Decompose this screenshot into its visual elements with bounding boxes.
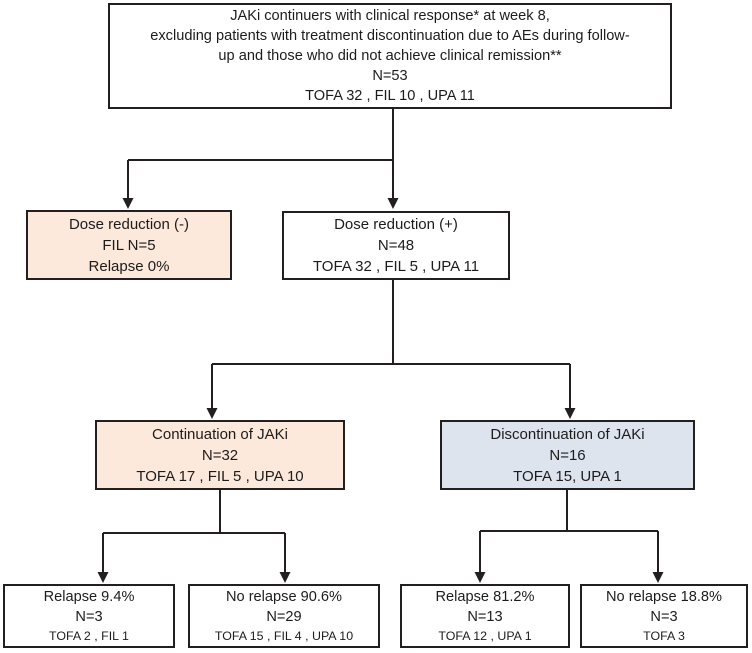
box-line: FIL N=5 [102, 236, 156, 254]
box-line: N=13 [467, 609, 503, 625]
arrowhead-down-icon [279, 572, 291, 583]
box-line: TOFA 32 , FIL 10 , UPA 11 [305, 88, 475, 104]
box-line: N=29 [266, 609, 302, 625]
box-line: Dose reduction (-) [68, 215, 190, 233]
box-line: Relapse 0% [88, 257, 170, 275]
box-line: TOFA 15 , FIL 4 , UPA 10 [214, 629, 354, 643]
box-line: Continuation of JAKi [152, 425, 288, 443]
box-line: up and those who did not achieve clinica… [218, 48, 562, 64]
box-line: No relapse 18.8% [605, 589, 722, 605]
box-line: Discontinuation of JAKi [490, 425, 645, 443]
arrowhead-down-icon [206, 408, 218, 419]
box-continuation-of-jaki: Continuation of JAKi N=32 TOFA 17 , FIL … [95, 420, 345, 490]
box-line: TOFA 12 , UPA 1 [438, 629, 532, 643]
box-line: N=16 [549, 446, 586, 464]
box-line: N=53 [372, 68, 408, 84]
box-line: N=3 [75, 609, 103, 625]
box-line: TOFA 3 [643, 629, 685, 643]
arrowhead-down-icon [387, 198, 399, 209]
box-line: N=48 [377, 237, 415, 254]
arrowhead-down-icon [97, 572, 109, 583]
box-no-relapse-continuation: No relapse 90.6% N=29 TOFA 15 , FIL 4 , … [188, 584, 380, 648]
box-no-relapse-discontinuation: No relapse 18.8% N=3 TOFA 3 [580, 584, 748, 648]
box-line: No relapse 90.6% [225, 589, 342, 605]
box-relapse-discontinuation: Relapse 81.2% N=13 TOFA 12 , UPA 1 [400, 584, 570, 648]
box-line: Dose reduction (+) [334, 216, 458, 233]
arrowhead-down-icon [122, 198, 134, 209]
box-dose-reduction-minus: Dose reduction (-) FIL N=5 Relapse 0% [26, 210, 232, 280]
box-line: Relapse 81.2% [435, 589, 535, 605]
arrowhead-down-icon [474, 572, 486, 583]
box-line: N=3 [650, 609, 678, 625]
box-line: Relapse 9.4% [43, 589, 135, 605]
box-line: TOFA 2 , FIL 1 [49, 629, 129, 643]
box-root-jaki-continuers: JAKi continuers with clinical response* … [108, 3, 672, 109]
box-relapse-continuation: Relapse 9.4% N=3 TOFA 2 , FIL 1 [3, 584, 175, 648]
arrowhead-down-icon [564, 408, 576, 419]
arrowhead-down-icon [652, 572, 664, 583]
box-line: N=32 [201, 446, 239, 464]
box-dose-reduction-plus: Dose reduction (+) N=48 TOFA 32 , FIL 5 … [282, 211, 510, 280]
box-line: TOFA 32 , FIL 5 , UPA 11 [312, 258, 480, 275]
box-line: JAKi continuers with clinical response* … [230, 8, 550, 24]
box-line: TOFA 17 , FIL 5 , UPA 10 [136, 467, 304, 485]
box-line: excluding patients with treatment discon… [150, 28, 630, 44]
box-line: TOFA 15, UPA 1 [513, 467, 622, 485]
box-discontinuation-of-jaki: Discontinuation of JAKi N=16 TOFA 15, UP… [440, 420, 695, 490]
